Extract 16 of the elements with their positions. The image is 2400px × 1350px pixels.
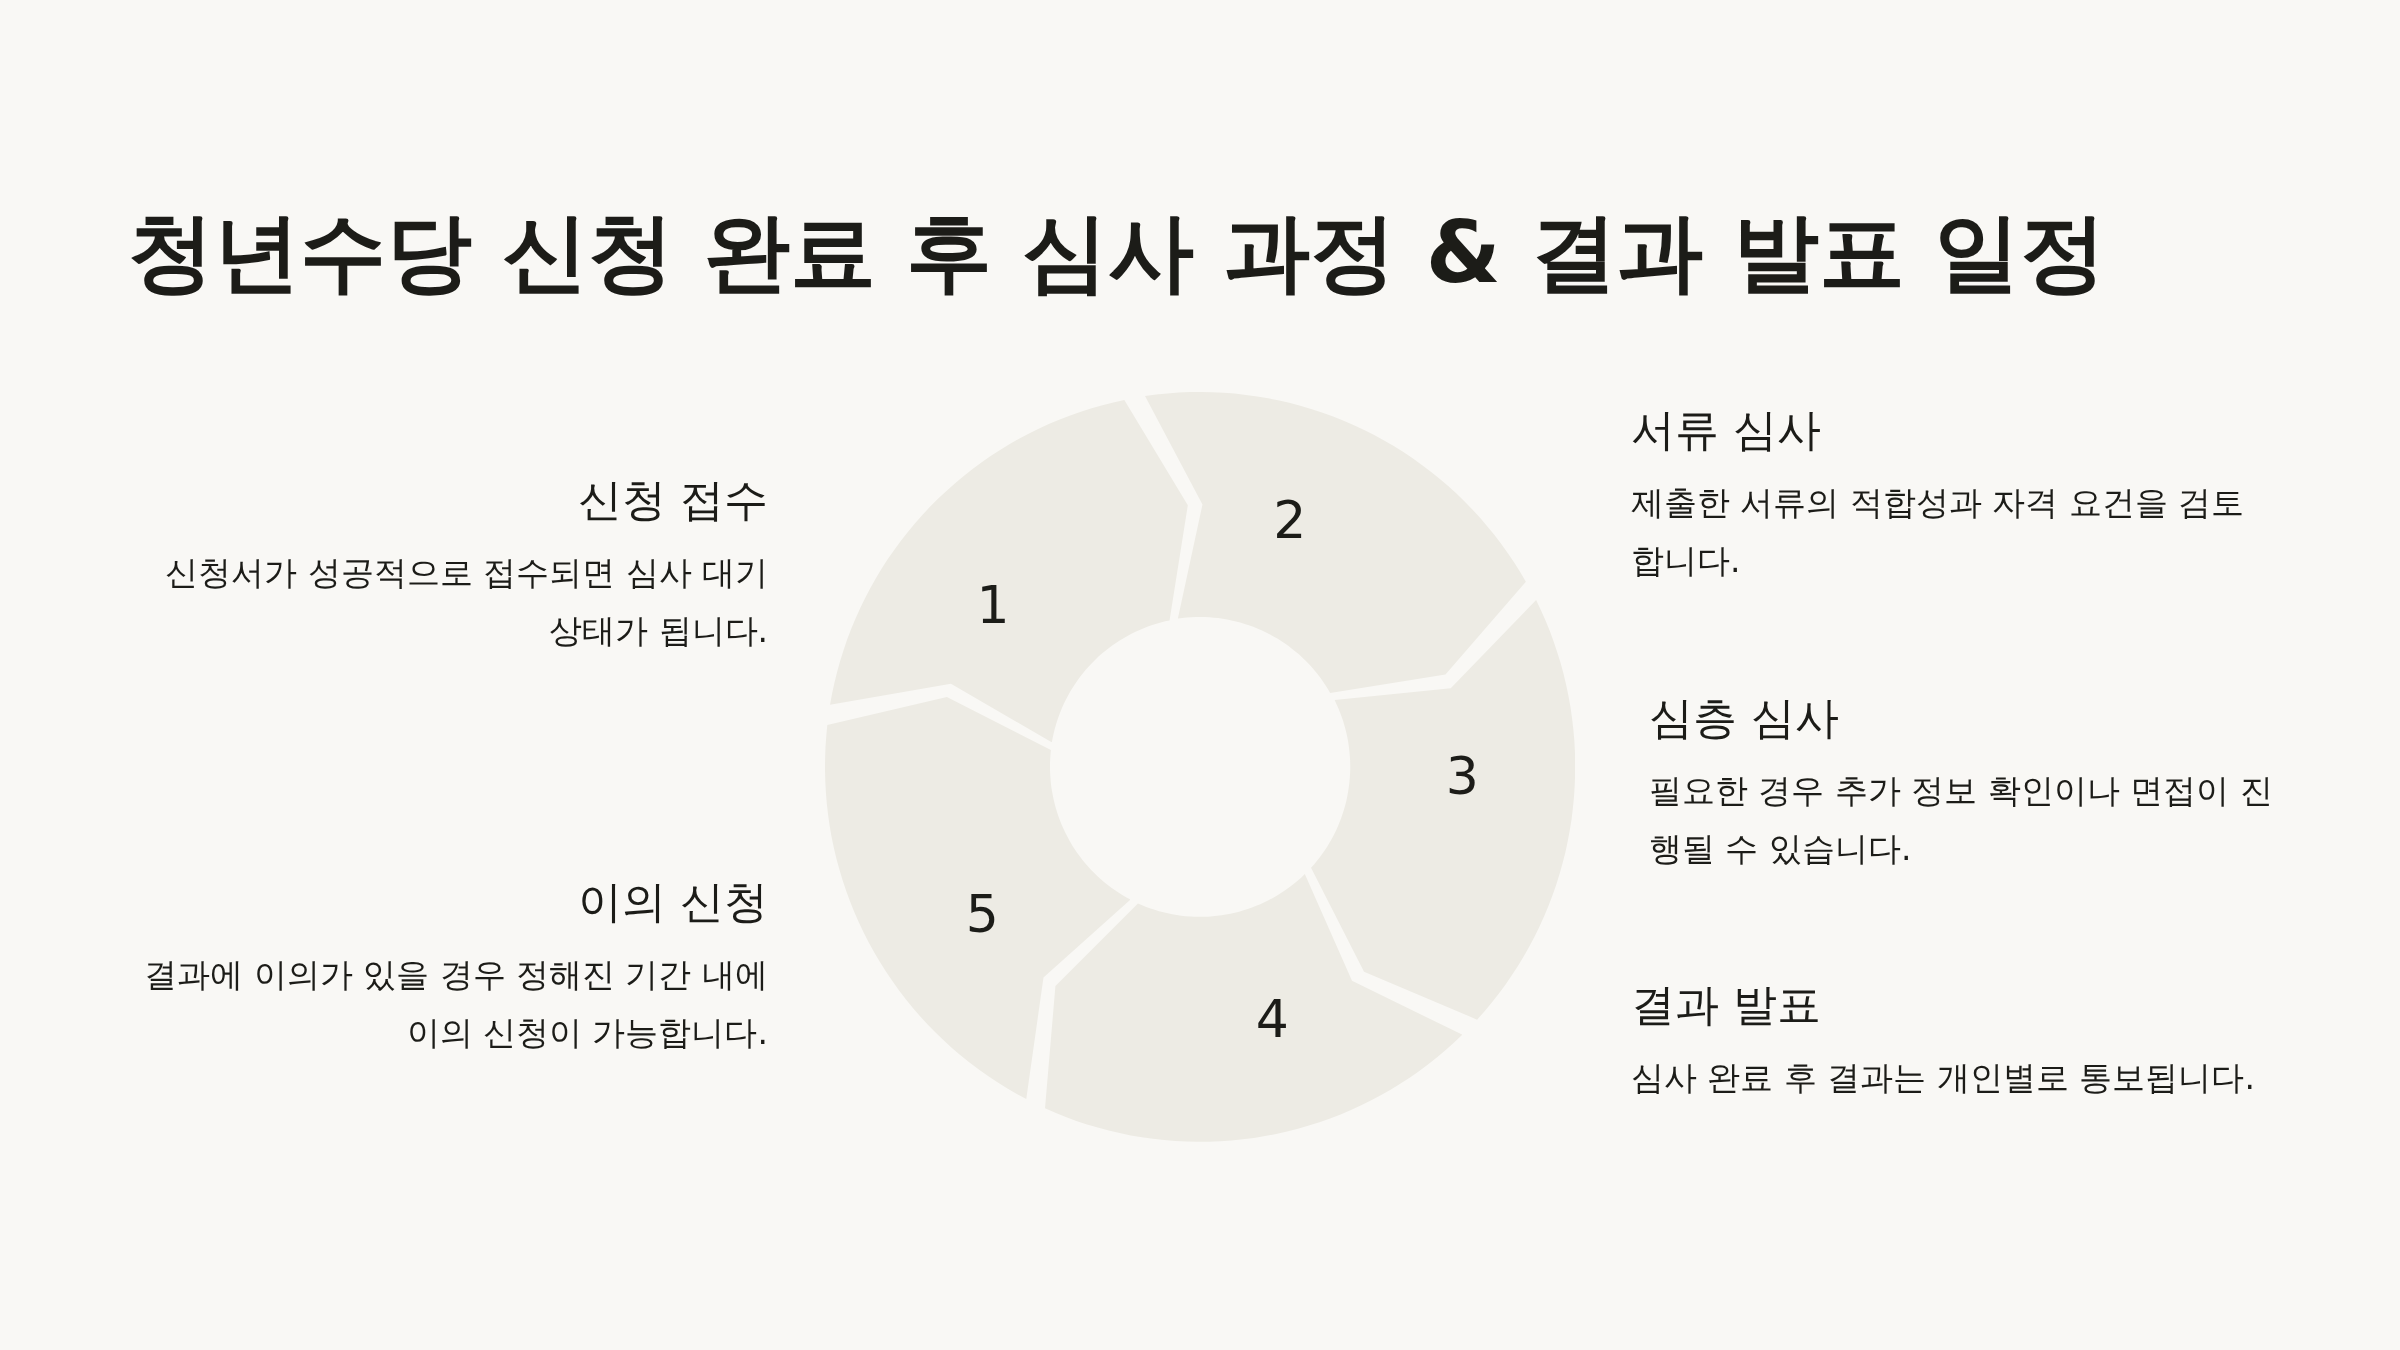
step-number: 2 bbox=[1273, 490, 1307, 551]
step-description: 결과에 이의가 있을 경우 정해진 기간 내에 이의 신청이 가능합니다. bbox=[143, 954, 768, 1054]
step-number: 3 bbox=[1445, 746, 1479, 807]
step-heading: 신청 접수 bbox=[577, 473, 768, 527]
step-heading: 이의 신청 bbox=[577, 875, 768, 929]
step-number: 1 bbox=[976, 575, 1010, 636]
step-number: 5 bbox=[965, 883, 999, 944]
step-heading: 서류 심사 bbox=[1631, 403, 1822, 457]
step-description: 제출한 서류의 적합성과 자격 요건을 검토합니다. bbox=[1631, 482, 2246, 582]
step-description: 심사 완료 후 결과는 개인별로 통보됩니다. bbox=[1631, 1057, 2256, 1099]
step-number: 4 bbox=[1255, 989, 1289, 1050]
step-description: 필요한 경우 추가 정보 확인이나 면접이 진행될 수 있습니다. bbox=[1649, 770, 2274, 870]
title: 청년수당 신청 완료 후 심사 과정 & 결과 발표 일정 bbox=[128, 201, 2107, 304]
step-description: 신청서가 성공적으로 접수되면 심사 대기 상태가 됩니다. bbox=[164, 552, 768, 652]
step-heading: 결과 발표 bbox=[1631, 978, 1822, 1032]
step-heading: 심층 심사 bbox=[1649, 691, 1840, 745]
